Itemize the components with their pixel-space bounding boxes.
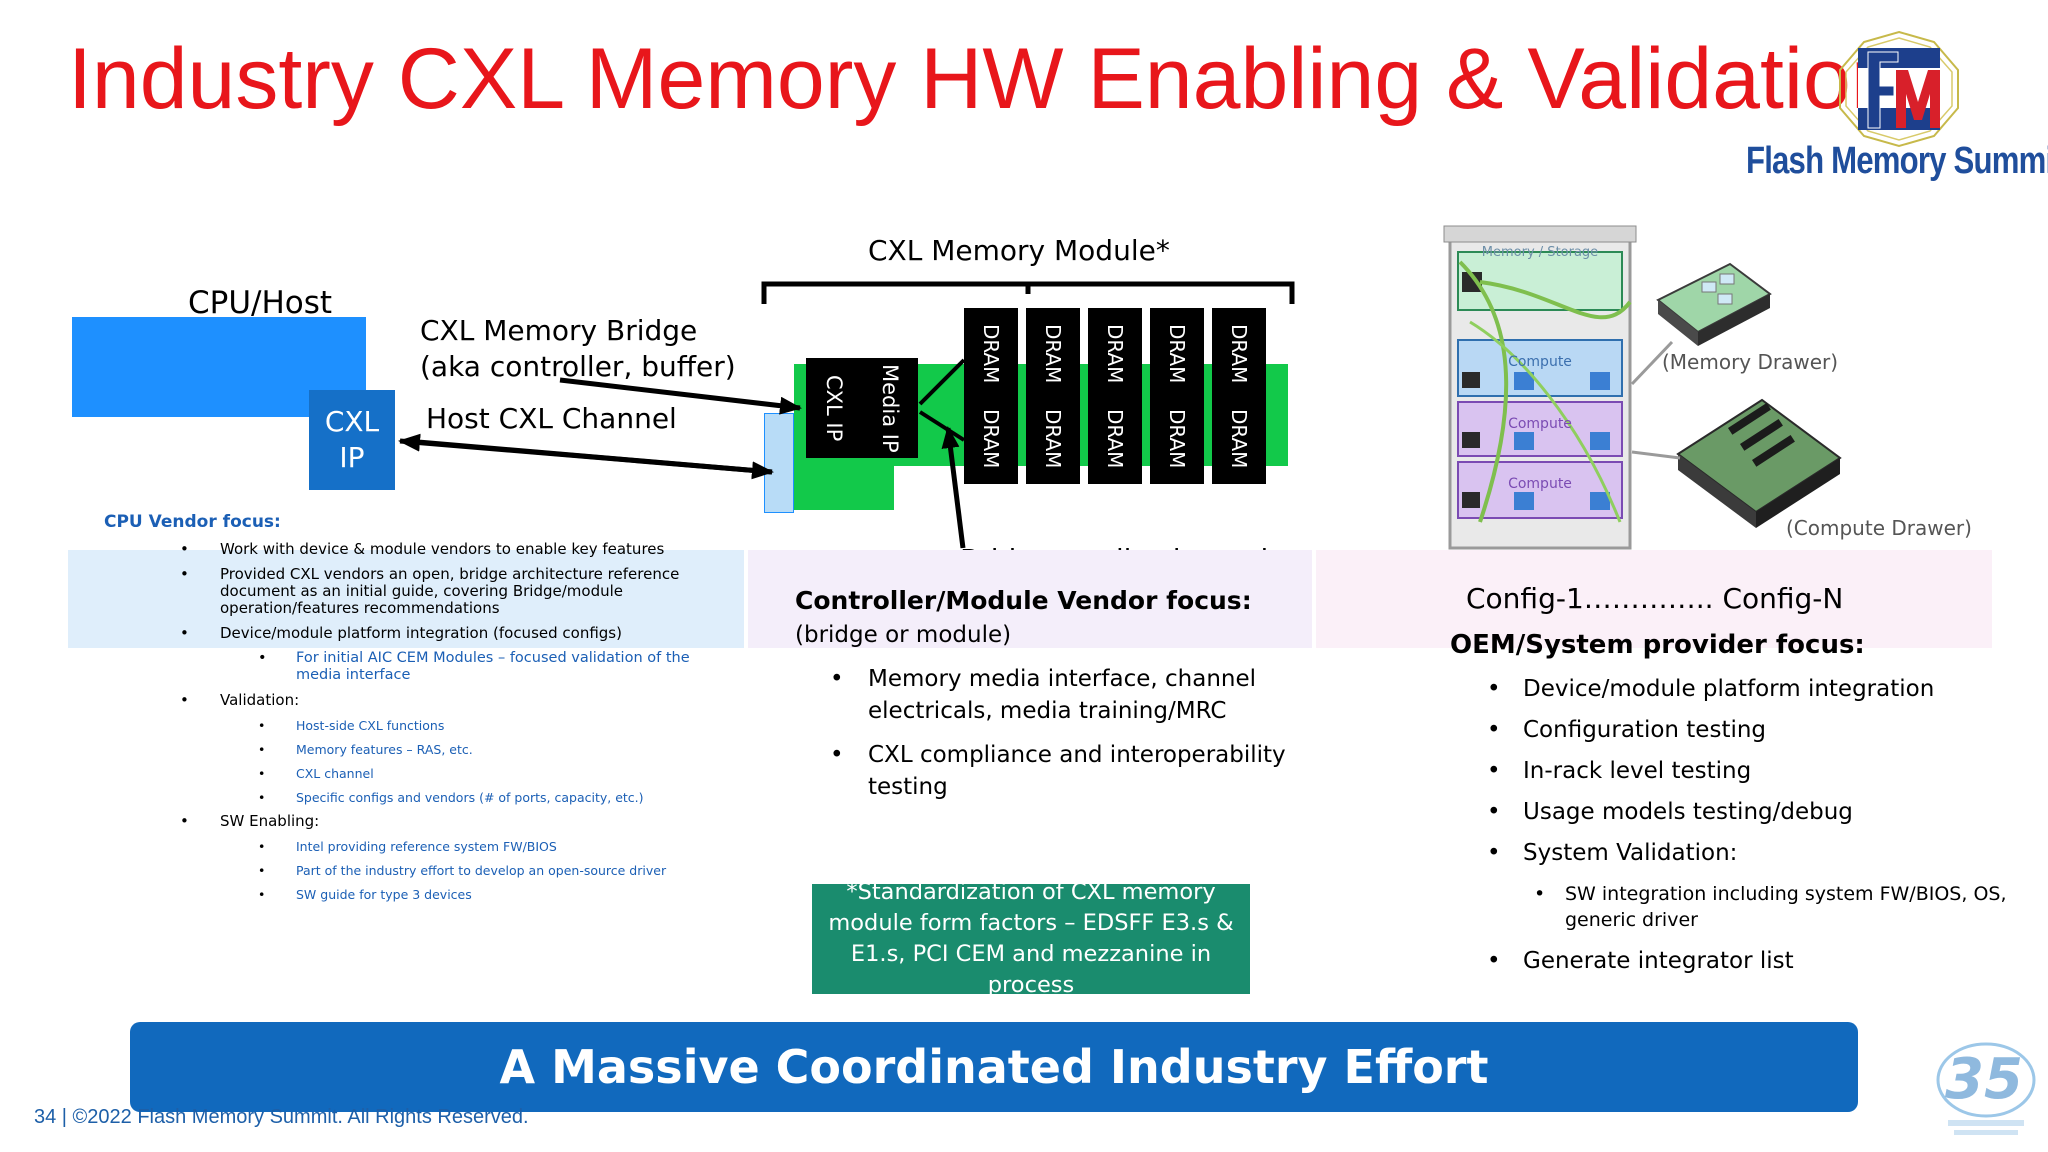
cpu-vendor-heading: CPU Vendor focus: (104, 512, 281, 532)
fms-logo-text: Flash Memory Summit (1746, 140, 2048, 182)
host-channel-arrow-back (398, 433, 773, 475)
list-item: System Validation: (1450, 840, 2010, 866)
list-item: In-rack level testing (1450, 758, 2010, 784)
host-cxl-ip-line2: IP (339, 441, 365, 474)
controller-vendor-section: Controller/Module Vendor focus: (bridge … (795, 585, 1305, 815)
media-link-line (918, 358, 966, 406)
compute-drawer-image (1676, 398, 1842, 528)
dram-chip: DRAM DRAM (1088, 308, 1142, 484)
rack-label: Compute (1508, 416, 1572, 432)
memory-drawer-image (1656, 262, 1772, 346)
bottom-banner: A Massive Coordinated Industry Effort (130, 1022, 1858, 1112)
controller-vendor-heading: Controller/Module Vendor focus: (795, 586, 1252, 615)
dram-chip: DRAM DRAM (1212, 308, 1266, 484)
oem-vendor-band (1316, 550, 1992, 648)
module-bracket (761, 281, 1295, 304)
dram-label: DRAM (1103, 324, 1127, 384)
module-pcb-lower (794, 466, 894, 510)
module-label: CXL Memory Module* (868, 234, 1170, 267)
list-subitem: CXL channel (104, 765, 704, 782)
list-subitem: Intel providing reference system FW/BIOS (104, 838, 704, 855)
media-link-line (918, 410, 966, 442)
list-subitem: Part of the industry effort to develop a… (104, 862, 704, 879)
bridge-label-line2: (aka controller, buffer) (420, 350, 736, 383)
list-item: Usage models testing/debug (1450, 799, 2010, 825)
rack-label: Compute (1508, 476, 1572, 492)
list-item: Work with device & module vendors to ena… (104, 541, 704, 559)
list-item: Device/module platform integration (focu… (104, 625, 704, 643)
dram-label: DRAM (979, 408, 1003, 468)
rack-label: Compute (1508, 354, 1572, 370)
controller-vendor-heading-suffix: (bridge or module) (795, 622, 1012, 648)
anniversary-logo: 35 (1936, 1042, 2036, 1135)
list-subitem: Memory features – RAS, etc. (104, 741, 704, 758)
bridge-arrow (559, 377, 802, 415)
config-range-label: Config-1………….. Config-N (1466, 582, 1844, 615)
host-cxl-ip-line1: CXL (324, 405, 380, 438)
bridge-media-arrow (941, 426, 966, 549)
slide-footer: 34 | ©2022 Flash Memory Summit. All Righ… (34, 1106, 529, 1128)
bridge-cxl-ip-label: CXL IP (822, 374, 846, 442)
memory-drawer-label: (Memory Drawer) (1662, 350, 1839, 374)
list-subitem: SW guide for type 3 devices (104, 886, 704, 903)
compute-drawer-label: (Compute Drawer) (1786, 516, 1972, 540)
bridge-chip: CXL IP Media IP (806, 358, 918, 458)
list-subitem: Host-side CXL functions (104, 717, 704, 734)
standardization-note: *Standardization of CXL memory module fo… (812, 879, 1250, 998)
dram-label: DRAM (1041, 408, 1065, 468)
list-item: Provided CXL vendors an open, bridge arc… (104, 566, 704, 617)
bridge-media-ip-label: Media IP (878, 363, 902, 453)
cpu-host-label: CPU/Host (188, 285, 333, 321)
list-subitem: For initial AIC CEM Modules – focused va… (104, 650, 704, 684)
oem-vendor-heading: OEM/System provider focus: (1450, 630, 1865, 660)
dram-label: DRAM (1041, 324, 1065, 384)
list-item: Configuration testing (1450, 717, 2010, 743)
dram-label: DRAM (1227, 324, 1251, 384)
list-subitem: SW integration including system FW/BIOS,… (1450, 881, 2010, 933)
controller-vendor-heading-line: Controller/Module Vendor focus: (bridge … (795, 585, 1305, 651)
cpu-vendor-section: CPU Vendor focus: Work with device & mod… (104, 514, 704, 910)
dram-chip: DRAM DRAM (1150, 308, 1204, 484)
dram-label: DRAM (1165, 408, 1189, 468)
list-item: CXL compliance and interoperability test… (795, 739, 1305, 803)
list-item: Device/module platform integration (1450, 676, 2010, 702)
slide-title: Industry CXL Memory HW Enabling & Valida… (68, 31, 1899, 127)
oem-vendor-section: OEM/System provider focus: Device/module… (1450, 630, 2010, 989)
host-cxl-ip-box: CXL IP (309, 390, 395, 490)
dram-label: DRAM (1165, 324, 1189, 384)
bridge-label-line1: CXL Memory Bridge (420, 314, 698, 347)
dram-chip: DRAM DRAM (1026, 308, 1080, 484)
fms-logo (1834, 30, 1964, 148)
list-item: SW Enabling: (104, 813, 704, 831)
host-channel-label: Host CXL Channel (426, 402, 677, 435)
dram-chip: DRAM DRAM (964, 308, 1018, 484)
rack-label: Memory / Storage (1482, 245, 1598, 260)
dram-label: DRAM (1103, 408, 1127, 468)
rack-illustration: Memory / Storage Compute Compute Compute (1443, 225, 1842, 550)
list-item: Validation: (104, 692, 704, 710)
list-subitem: Specific configs and vendors (# of ports… (104, 789, 704, 806)
controller-vendor-band (748, 550, 1312, 648)
list-item: Memory media interface, channel electric… (795, 663, 1305, 727)
list-item: Generate integrator list (1450, 948, 2010, 974)
svg-text:35: 35 (1945, 1047, 2023, 1112)
dram-label: DRAM (1227, 408, 1251, 468)
dram-label: DRAM (979, 324, 1003, 384)
